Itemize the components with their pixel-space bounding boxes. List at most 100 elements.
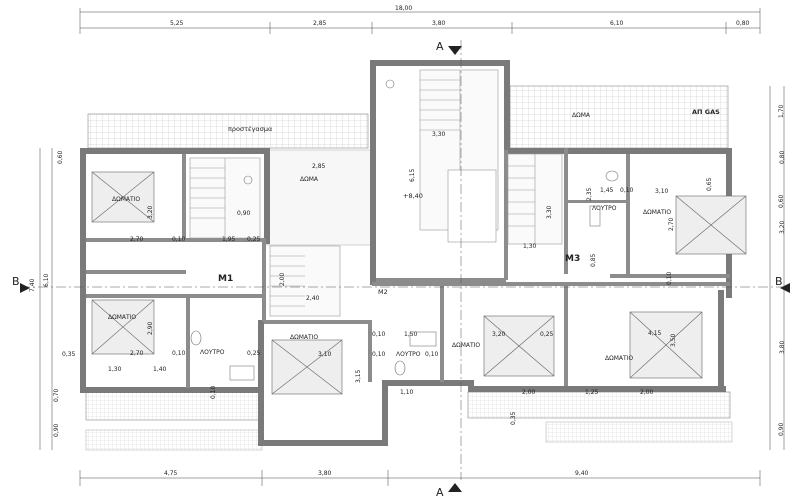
section-b-left: B [12, 275, 20, 288]
d-200b: 2,00 [522, 389, 536, 396]
d-235: 2,35 [586, 187, 593, 201]
d-035: 0,35 [510, 411, 517, 425]
d-010b: 0,10 [172, 350, 186, 357]
left-dimensions: 0,60 7,40 6,10 0,35 0,70 0,90 [29, 150, 76, 437]
d-085: 0,85 [590, 253, 597, 267]
top-seg-5: 0,80 [736, 20, 750, 27]
d-025b: 0,25 [247, 350, 261, 357]
left-dim-4: 0,35 [62, 351, 76, 358]
section-a-bottom: A [436, 486, 444, 499]
bed4-h: 0,25 [540, 331, 554, 338]
bed3-w: 3,10 [318, 351, 332, 358]
bed2-name: ΔΩΜΑΤΙΟ [108, 314, 136, 321]
d-065: 0,65 [706, 177, 713, 191]
dimension-lines [20, 8, 790, 486]
section-markers: A A B B [12, 40, 790, 499]
left-dim-5: 0,70 [53, 388, 60, 402]
d-010c: 0,10 [620, 187, 634, 194]
d-010e: 0,10 [372, 351, 386, 358]
right-dimensions: 0,80 1,70 0,60 3,20 3,80 0,90 [778, 104, 786, 436]
d-010g: 0,10 [666, 271, 673, 285]
top-seg-4: 6,10 [610, 20, 624, 27]
bed5-w: 4,15 [648, 330, 662, 337]
d-130b: 1,30 [523, 243, 537, 250]
bed4-name: ΔΩΜΑΤΙΟ [452, 342, 480, 349]
top-seg-3: 3,80 [432, 20, 446, 27]
left-dim-1: 0,60 [57, 150, 64, 164]
d-010f: 0,10 [425, 351, 439, 358]
level-label: +8,40 [403, 192, 423, 200]
top-dimensions: 18,00 5,25 2,85 3,80 6,10 0,80 [170, 5, 750, 27]
d-010a: 0,10 [172, 236, 186, 243]
stair-top-label: 3,30 [432, 131, 446, 138]
bath2-name: ΛΟΥΤΡΟ [396, 351, 421, 358]
total-width: 18,00 [395, 5, 412, 12]
d-025a: 0,25 [247, 236, 261, 243]
prostegasma-label: προστέγασμα [228, 125, 272, 133]
bed3-h: 3,15 [355, 369, 362, 383]
right-dim-1: 0,80 [779, 150, 786, 164]
section-b-right: B [775, 275, 783, 288]
bed6-h: 2,70 [668, 217, 675, 231]
bottom-dimensions: 4,75 3,80 9,40 [164, 470, 589, 477]
top-seg-2: 2,85 [313, 20, 327, 27]
ap-gas-label: ΑΠ GAS [692, 108, 720, 116]
d-200: 2,00 [279, 272, 286, 286]
stair-height-label: 6,15 [409, 168, 416, 182]
m2-label: M2 [378, 288, 388, 296]
right-dim-6: 0,90 [778, 422, 785, 436]
bed1-h: 3,20 [147, 205, 154, 219]
d-090: 0,90 [237, 210, 251, 217]
d-145: 1,45 [600, 187, 614, 194]
area-labels: προστέγασμα ΔΩΜΑ 2,85 ΔΩΜΑ ΑΠ GAS M1 M2 … [218, 108, 720, 296]
bed1-name: ΔΩΜΑΤΙΟ [112, 196, 140, 203]
m1-label: M1 [218, 274, 233, 284]
room-labels: ΔΩΜΑΤΙΟ 2,70 3,20 ΔΩΜΑΤΙΟ 2,70 2,90 ΔΩΜΑ… [108, 188, 677, 383]
bed6-w: 3,10 [655, 188, 669, 195]
bed6-name: ΔΩΜΑΤΙΟ [643, 209, 671, 216]
right-dim-5: 3,80 [779, 340, 786, 354]
bed3-name: ΔΩΜΑΤΙΟ [290, 334, 318, 341]
section-a-top: A [436, 40, 444, 53]
bath3-name: ΛΟΥΤΡΟ [592, 205, 617, 212]
d-330: 3,30 [546, 205, 553, 219]
bath1-name: ΛΟΥΤΡΟ [200, 349, 225, 356]
d-150: 1,50 [404, 331, 418, 338]
m3-label: M3 [565, 254, 580, 264]
bed1-w: 2,70 [130, 236, 144, 243]
right-dim-2: 1,70 [778, 104, 785, 118]
d-110: 1,10 [400, 389, 414, 396]
bath-fixtures [190, 79, 619, 381]
bed5-name: ΔΩΜΑΤΙΟ [605, 355, 633, 362]
dwma-left-label: ΔΩΜΑ [300, 176, 319, 183]
left-dim-3: 6,10 [43, 273, 50, 287]
terrace-areas [85, 85, 733, 451]
stairs [189, 69, 563, 317]
right-dim-4: 3,20 [779, 220, 786, 234]
interior-walls [86, 148, 730, 388]
d-240: 2,40 [306, 295, 320, 302]
bed4-w: 3,20 [492, 331, 506, 338]
dwma-left-dim: 2,85 [312, 163, 326, 170]
d-125: 1,25 [585, 389, 599, 396]
d-130: 1,30 [108, 366, 122, 373]
bed2-h: 2,90 [147, 321, 154, 335]
bottom-seg-2: 3,80 [318, 470, 332, 477]
bottom-seg-3: 9,40 [575, 470, 589, 477]
d-010d: 0,10 [372, 331, 386, 338]
d-140: 1,40 [153, 366, 167, 373]
d-200c: 2,00 [640, 389, 654, 396]
top-seg-1: 5,25 [170, 20, 184, 27]
d-195: 1,95 [222, 236, 236, 243]
bottom-seg-1: 4,75 [164, 470, 178, 477]
inner-dimensions: 0,10 1,95 0,25 0,10 0,25 2,00 1,30 1,40 … [108, 177, 713, 425]
left-dim-2: 7,40 [29, 278, 36, 292]
bed2-w: 2,70 [130, 350, 144, 357]
right-dim-3: 0,60 [778, 194, 785, 208]
bed5-h: 3,50 [670, 333, 677, 347]
bed-furniture [91, 171, 747, 395]
d-010h: 0,10 [210, 385, 217, 399]
dwma-right-label: ΔΩΜΑ [572, 112, 591, 119]
left-dim-6: 0,90 [53, 423, 60, 437]
